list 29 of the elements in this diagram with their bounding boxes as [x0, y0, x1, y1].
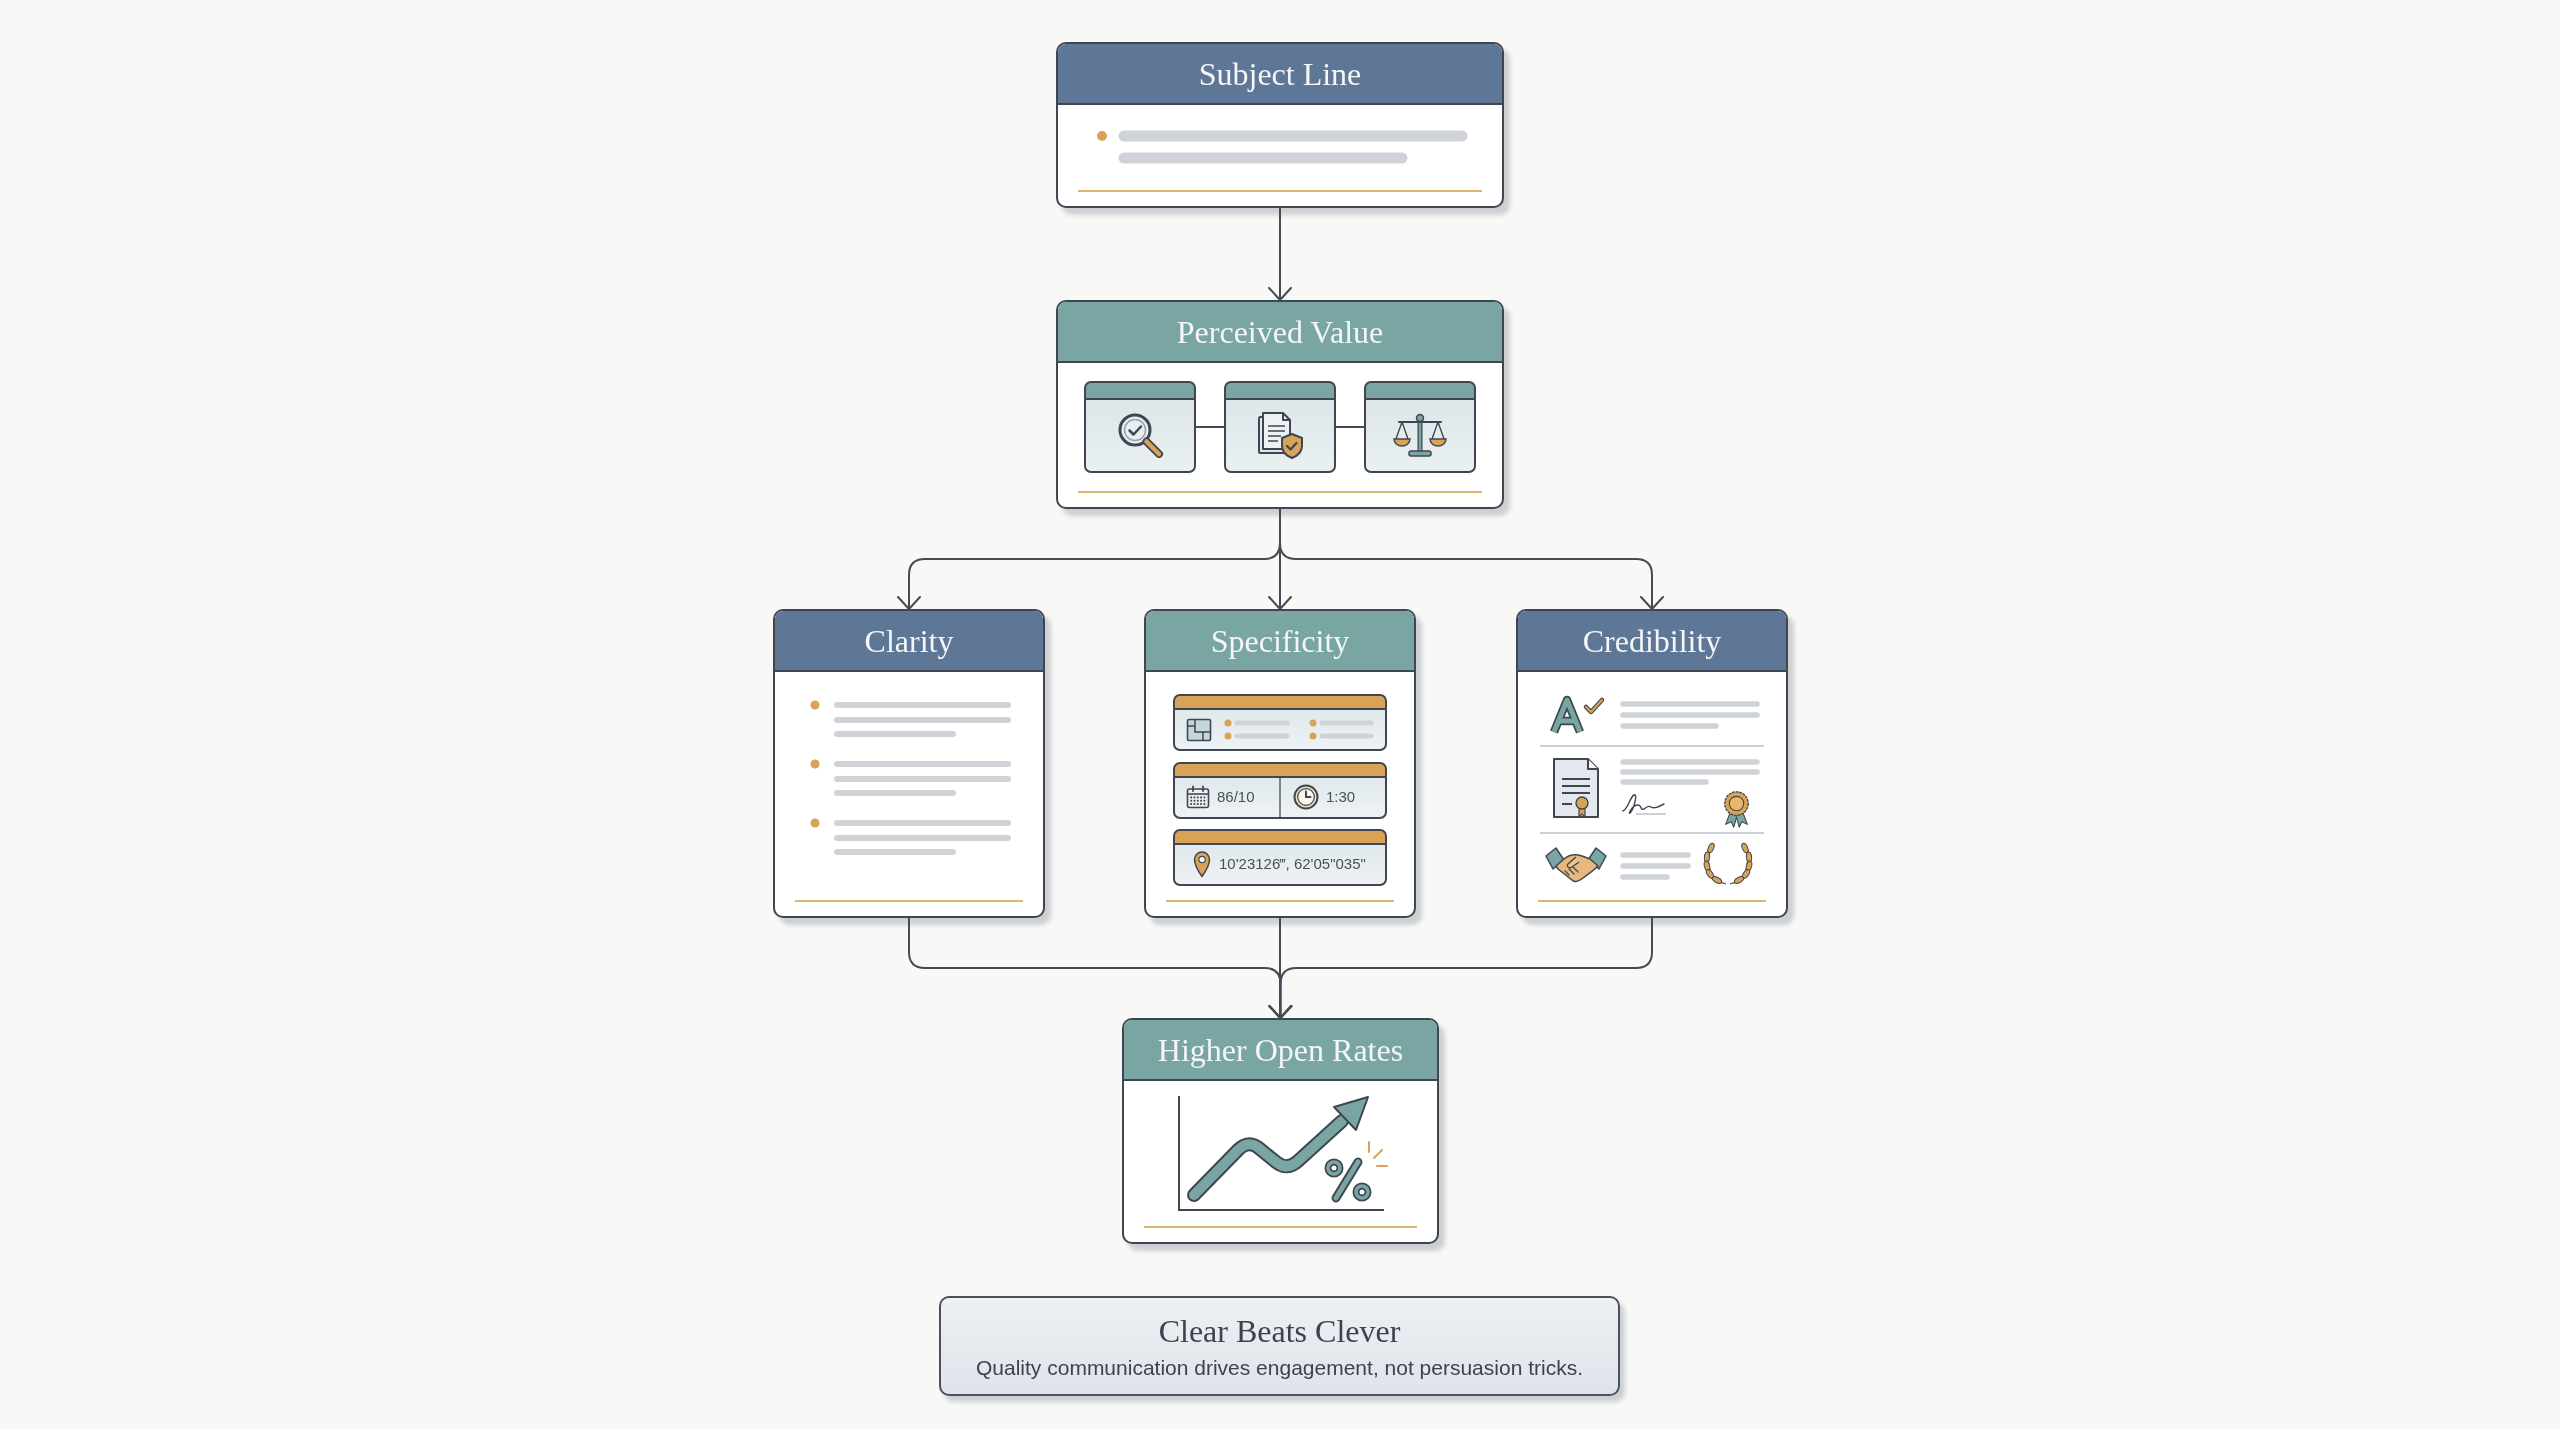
banner-title: Clear Beats Clever	[1158, 1312, 1401, 1350]
connector-line	[1335, 426, 1365, 428]
connector-line	[1195, 426, 1225, 428]
detail-panel	[1173, 829, 1387, 886]
detail-panel	[1173, 762, 1387, 819]
card-title: Credibility	[1582, 621, 1722, 660]
card-title: Higher Open Rates	[1157, 1030, 1404, 1069]
panel-value: 86/10	[1217, 788, 1255, 806]
icon-tile	[1224, 381, 1336, 473]
step-card	[1516, 609, 1788, 918]
summary-banner	[939, 1296, 1620, 1396]
step-card	[1056, 42, 1504, 208]
banner-subtitle: Quality communication drives engagement, not persuasion tricks.	[976, 1356, 1583, 1380]
panel-value: 1:30	[1326, 788, 1356, 806]
step-card	[773, 609, 1045, 918]
arrow	[1268, 207, 1292, 301]
step-card	[1144, 609, 1416, 918]
step-card	[1056, 300, 1504, 509]
arrow	[1268, 917, 1653, 1019]
card-title: Clarity	[864, 621, 954, 660]
card-title: Perceived Value	[1176, 312, 1384, 351]
card-title: Subject Line	[1198, 54, 1362, 93]
card-title: Specificity	[1210, 621, 1350, 660]
panel-value: 10'23126‴, 62'05"035"	[1219, 855, 1366, 873]
icon-tile	[1364, 381, 1476, 473]
icon-tile	[1084, 381, 1196, 473]
step-card	[1122, 1018, 1439, 1244]
arrow	[1268, 917, 1292, 1019]
detail-panel	[1173, 694, 1387, 751]
